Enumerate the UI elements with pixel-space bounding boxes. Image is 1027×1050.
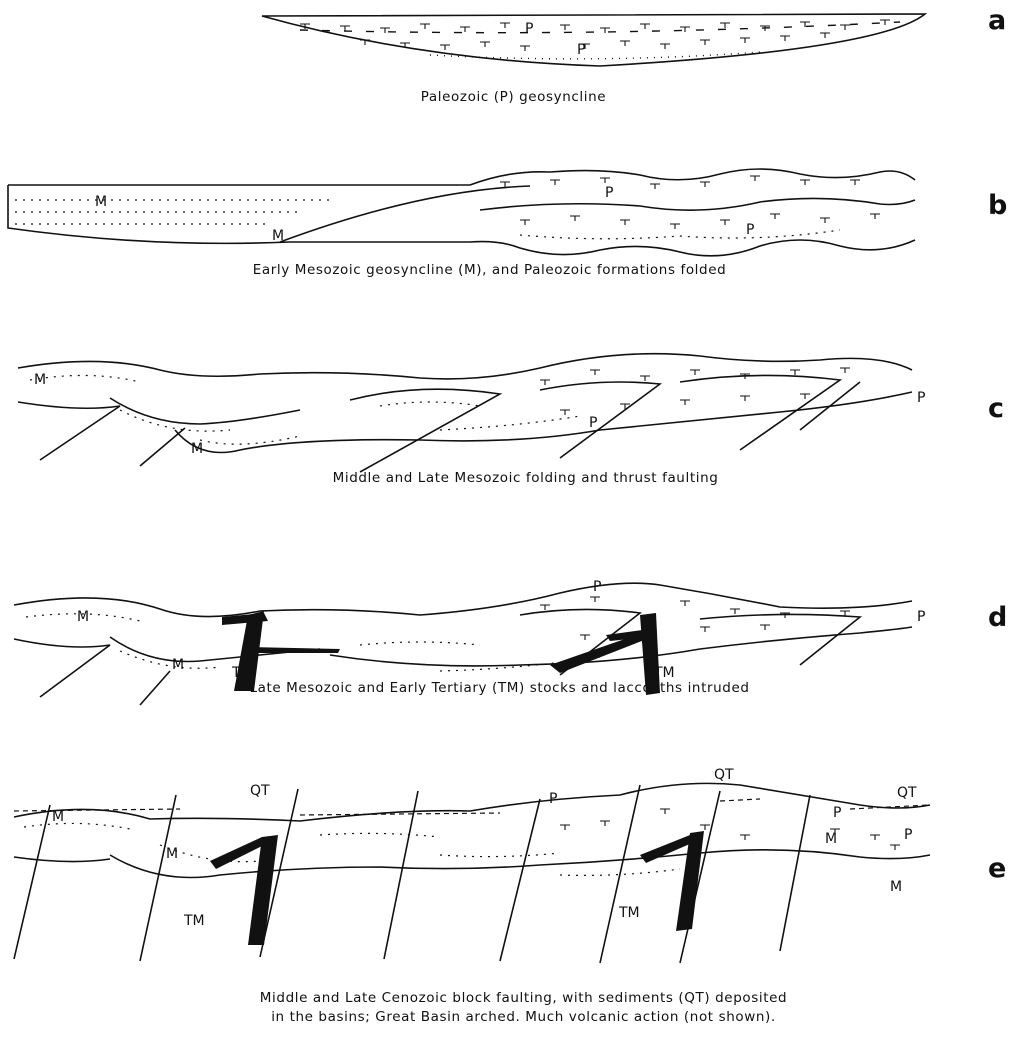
- label-p-right-lower: P: [904, 827, 912, 843]
- panel-e: QT QT QT P P P M M M M TM TM e Middle an…: [0, 765, 1027, 1050]
- label-m-right: M: [272, 228, 284, 244]
- label-tm-right: TM: [618, 905, 640, 921]
- block-faulting-drawing: QT QT QT P P P M M M M TM TM: [0, 765, 1027, 980]
- label-qt-right: QT: [897, 785, 917, 801]
- label-p-top: P: [549, 791, 557, 807]
- caption-c: Middle and Late Mesozoic folding and thr…: [12, 470, 1027, 486]
- label-m-left: M: [52, 809, 64, 825]
- label-p-top: P: [593, 579, 601, 595]
- label-p-upper: P: [605, 185, 613, 201]
- caption-e: Middle and Late Cenozoic block faulting,…: [10, 989, 1027, 1027]
- caption-d: Late Mesozoic and Early Tertiary (TM) st…: [0, 680, 1013, 696]
- label-p-right: P: [917, 390, 925, 406]
- caption-b: Early Mesozoic geosyncline (M), and Pale…: [0, 262, 1003, 278]
- label-qt-left: QT: [250, 783, 270, 799]
- label-m-lower: M: [172, 657, 184, 673]
- panel-letter-b: b: [988, 190, 1007, 221]
- panel-letter-c: c: [988, 393, 1004, 424]
- panel-a: P P a Paleozoic (P) geosyncline: [0, 0, 1027, 120]
- label-p-right: P: [917, 609, 925, 625]
- label-p-mid: P: [589, 415, 597, 431]
- label-p-lower: P: [577, 42, 585, 58]
- label-m-lower: M: [166, 846, 178, 862]
- panel-b: M M P P b Early Mesozoic geosyncline (M)…: [0, 150, 1027, 295]
- panel-d: M M P P TM TM d Late Mesozoic and Early …: [0, 575, 1027, 715]
- label-qt-center: QT: [714, 767, 734, 783]
- caption-e-line-2: in the basins; Great Basin arched. Much …: [10, 1008, 1027, 1027]
- label-m-far-right: M: [890, 879, 902, 895]
- panel-letter-a: a: [988, 5, 1006, 36]
- label-p-right-upper: P: [833, 805, 841, 821]
- panel-c: M M P P c Middle and Late Mesozoic foldi…: [0, 340, 1027, 495]
- caption-a: Paleozoic (P) geosyncline: [0, 89, 1027, 105]
- label-m-left: M: [77, 609, 89, 625]
- label-tm-left: TM: [183, 913, 205, 929]
- label-tm-right: TM: [653, 665, 675, 681]
- panel-letter-d: d: [988, 602, 1007, 633]
- label-p-upper: P: [525, 21, 533, 37]
- label-m-lower: M: [191, 441, 203, 457]
- label-m-left: M: [34, 372, 46, 388]
- panel-letter-e: e: [988, 853, 1006, 884]
- label-m-left: M: [95, 194, 107, 210]
- label-m-center: M: [825, 831, 837, 847]
- label-tm-left: TM: [231, 665, 253, 681]
- label-p-lower: P: [746, 222, 754, 238]
- caption-e-line-1: Middle and Late Cenozoic block faulting,…: [10, 989, 1027, 1008]
